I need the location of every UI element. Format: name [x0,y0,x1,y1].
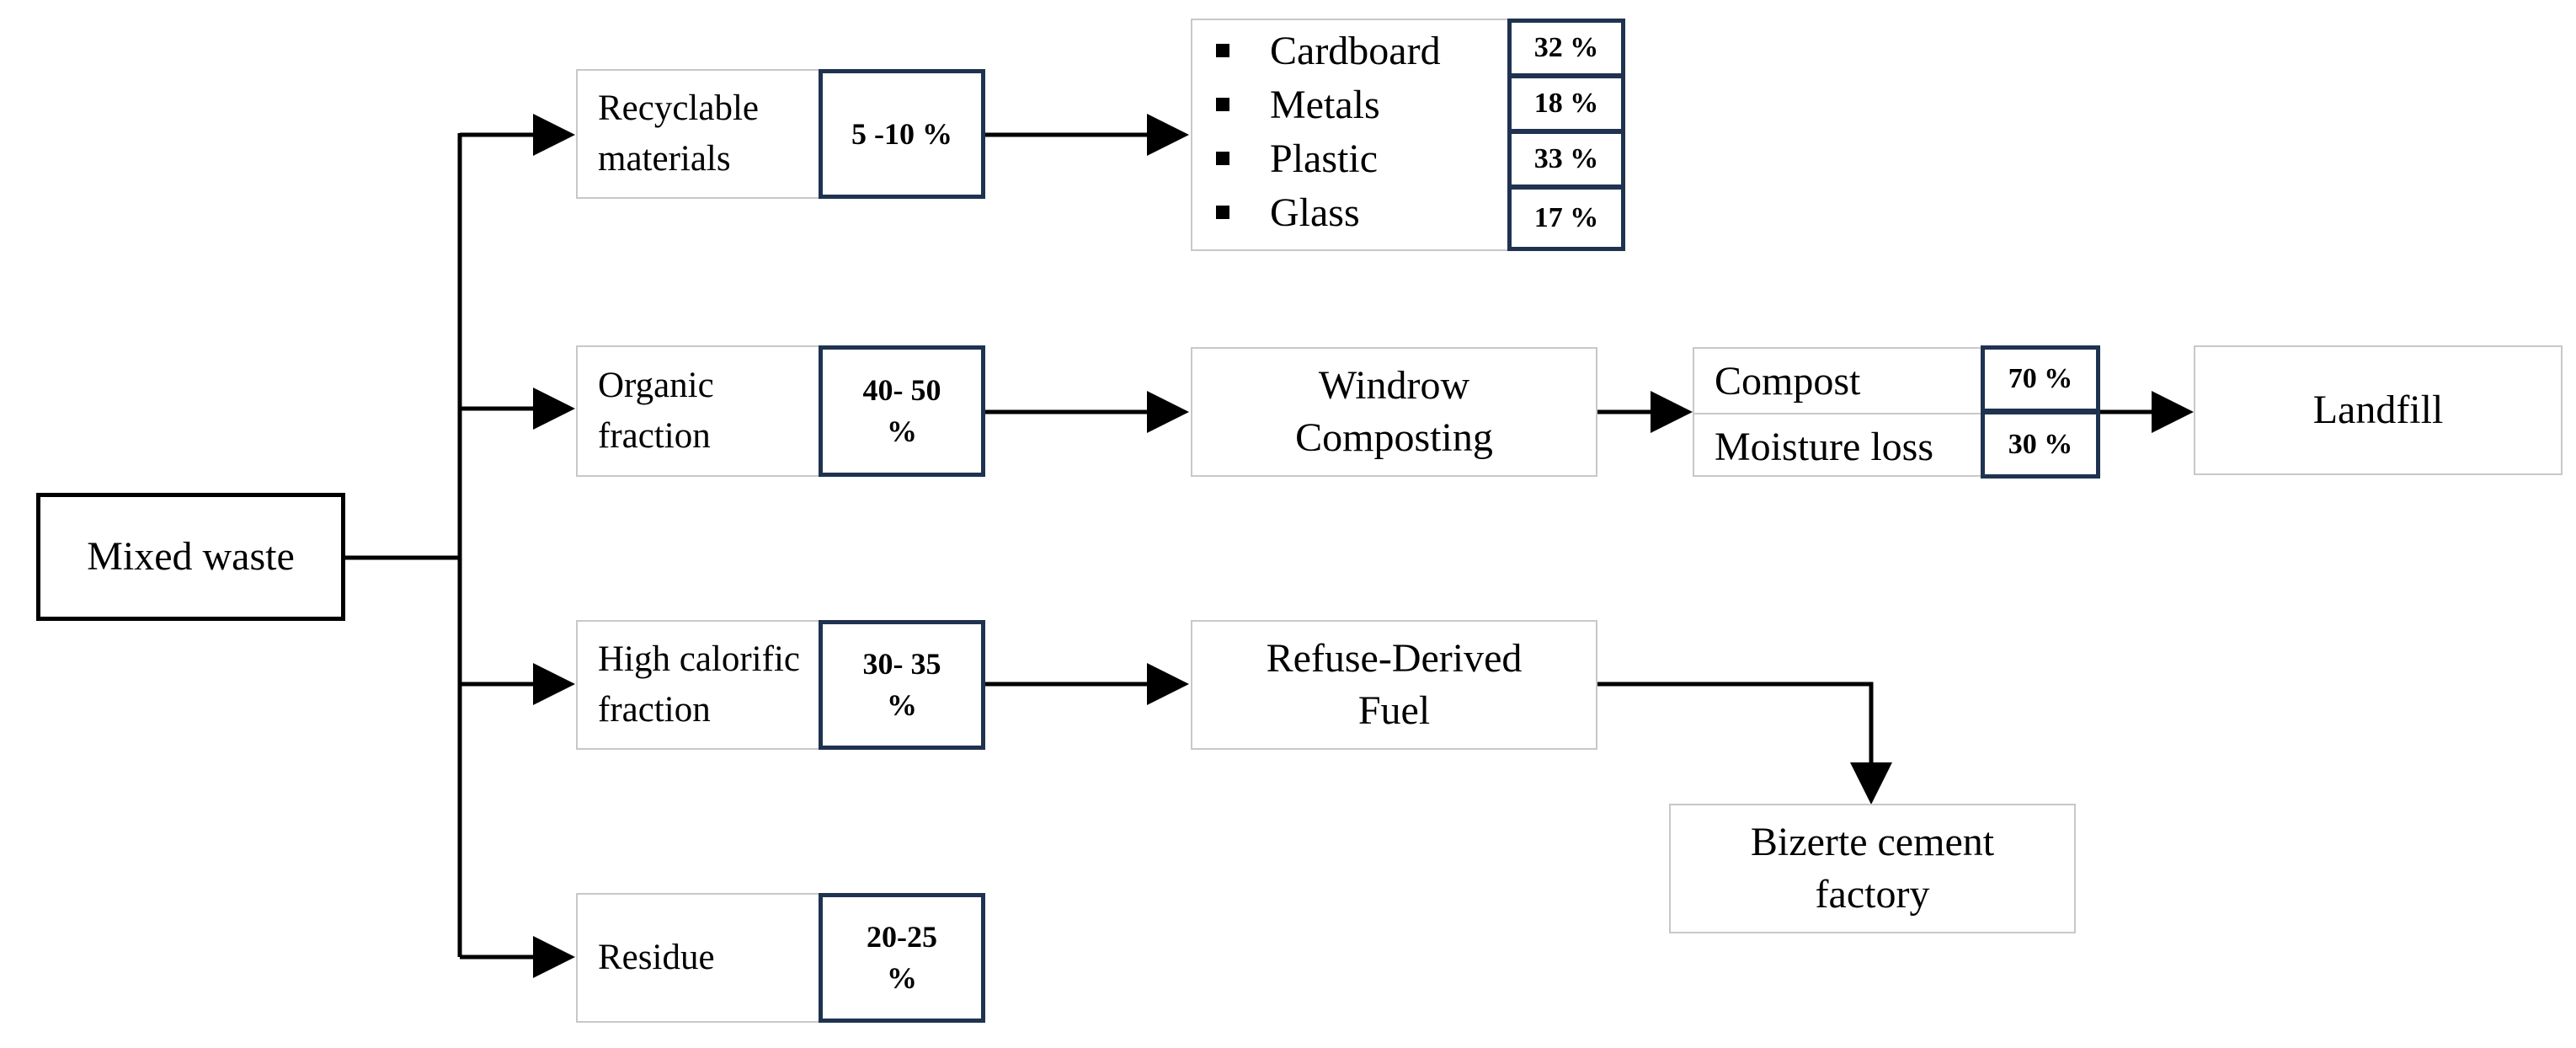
bullet-icon [1216,206,1229,219]
compost-outputs-box: Compost Moisture loss [1693,347,1984,477]
high-calorific-percent: 30- 35 % [862,647,941,722]
high-calorific-percent-box: 30- 35 % [819,620,985,750]
recyclable-percent-cell: 33 % [1507,130,1625,189]
list-item: Glass [1192,185,1512,239]
mixed-waste-label: Mixed waste [87,533,295,579]
cement-factory-label: Bizerte cement factory [1750,819,1995,917]
recyclable-percent: 5 -10 % [851,116,952,151]
recyclable-percent-value: 18 % [1533,88,1599,119]
recyclables-percent-column: 32 % 18 % 33 % 17 % [1507,19,1625,251]
compost-percent-box: 70 % [1981,345,2100,413]
windrow-composting-box: Windrow Composting [1191,347,1597,477]
residue-percent-box: 20-25 % [819,893,985,1023]
organic-fraction-box: Organic fraction [576,345,820,477]
divider [1694,413,1982,414]
moisture-loss-label: Moisture loss [1715,424,1934,469]
recyclable-percent-value: 33 % [1533,143,1599,174]
cement-factory-box: Bizerte cement factory [1669,804,2076,933]
moisture-loss-percent-box: 30 % [1981,410,2100,479]
bullet-icon [1216,98,1229,111]
recyclables-list: Cardboard Metals Plastic Glass [1191,19,1511,251]
recyclable-name: Glass [1270,190,1360,235]
arrow-to-cement-factory [1597,682,1892,805]
landfill-label: Landfill [2312,387,2444,432]
recyclable-percent-cell: 18 % [1507,74,1625,133]
rdf-box: Refuse-Derived Fuel [1191,620,1597,750]
recyclable-name: Metals [1270,82,1380,127]
recyclable-percent-cell: 17 % [1507,185,1625,251]
list-item: Metals [1192,78,1512,131]
recyclable-percent-value: 17 % [1533,202,1599,233]
recyclable-name: Plastic [1270,136,1378,181]
landfill-box: Landfill [2194,345,2563,475]
organic-percent-box: 40- 50 % [819,345,985,477]
recyclable-percent-box: 5 -10 % [819,69,985,199]
high-calorific-label: High calorific fraction [598,639,800,730]
list-item: Plastic [1192,131,1512,185]
residue-label: Residue [598,937,715,977]
mixed-waste-box: Mixed waste [36,493,345,621]
organic-fraction-label: Organic fraction [598,365,714,456]
compost-label: Compost [1715,358,1861,404]
bullet-icon [1216,44,1229,57]
windrow-composting-label: Windrow Composting [1295,362,1493,460]
organic-percent: 40- 50 % [862,373,941,448]
recyclable-percent-cell: 32 % [1507,19,1625,78]
residue-box: Residue [576,893,820,1023]
list-item: Cardboard [1192,24,1512,78]
high-calorific-box: High calorific fraction [576,620,820,750]
recyclable-percent-value: 32 % [1533,32,1599,63]
residue-percent: 20-25 % [867,920,937,995]
moisture-loss-percent: 30 % [2008,428,2073,460]
bullet-icon [1216,152,1229,165]
compost-percent: 70 % [2008,363,2073,394]
recyclable-materials-box: Recyclable materials [576,69,820,199]
rdf-label: Refuse-Derived Fuel [1266,635,1523,733]
recyclable-materials-label: Recyclable materials [598,88,760,179]
recyclable-name: Cardboard [1270,28,1441,73]
